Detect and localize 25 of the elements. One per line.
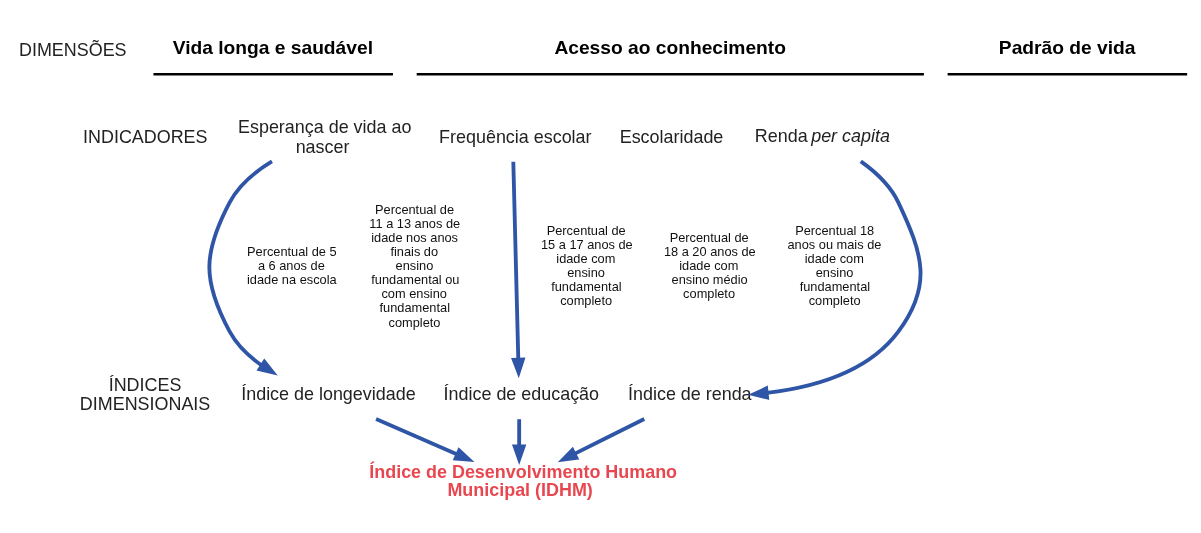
arrow — [511, 418, 527, 465]
arrow — [557, 416, 646, 462]
node-text: Índice de Desenvolvimento Humano Municipal (IDHM) — [369, 461, 678, 500]
node-text: Percentual de 5 a 6 anos de idade na escola — [246, 243, 337, 287]
node-text: Esperança de vida ao nascer — [238, 116, 412, 157]
node-text: Acesso ao conhecimento — [554, 36, 786, 58]
node-text: Índice de educação — [443, 383, 600, 404]
arrow — [375, 416, 475, 462]
label: ÍNDICES DIMENSIONAIS — [79, 374, 211, 414]
node-text: Padrão de vida — [998, 36, 1136, 58]
node-text: Escolaridade — [619, 126, 724, 147]
label: DIMENSÕES — [19, 39, 127, 60]
node-text: Percentual de 11 a 13 anos de idade nos anos finais do ensino fundamental ou com ensino fundamental completo — [369, 201, 461, 330]
node-text: Frequência escolar — [439, 126, 592, 147]
node-text: Renda per capita — [754, 125, 890, 146]
node-text: Percentual de 15 a 17 anos de idade com ensino fundamental completo — [540, 222, 633, 308]
label: INDICADORES — [83, 126, 208, 147]
node-text: Índice de renda — [628, 383, 752, 404]
node-text: Vida longa e saudável — [172, 36, 373, 58]
arrow — [511, 161, 526, 378]
node-text: Percentual 18 anos ou mais de idade com ensino fundamental completo — [787, 222, 882, 308]
arrow — [748, 159, 923, 400]
node-text: Índice de longevidade — [241, 383, 416, 404]
arrow — [207, 159, 278, 376]
node-text: Percentual de 18 a 20 anos de idade com ensino médio completo — [663, 229, 756, 301]
